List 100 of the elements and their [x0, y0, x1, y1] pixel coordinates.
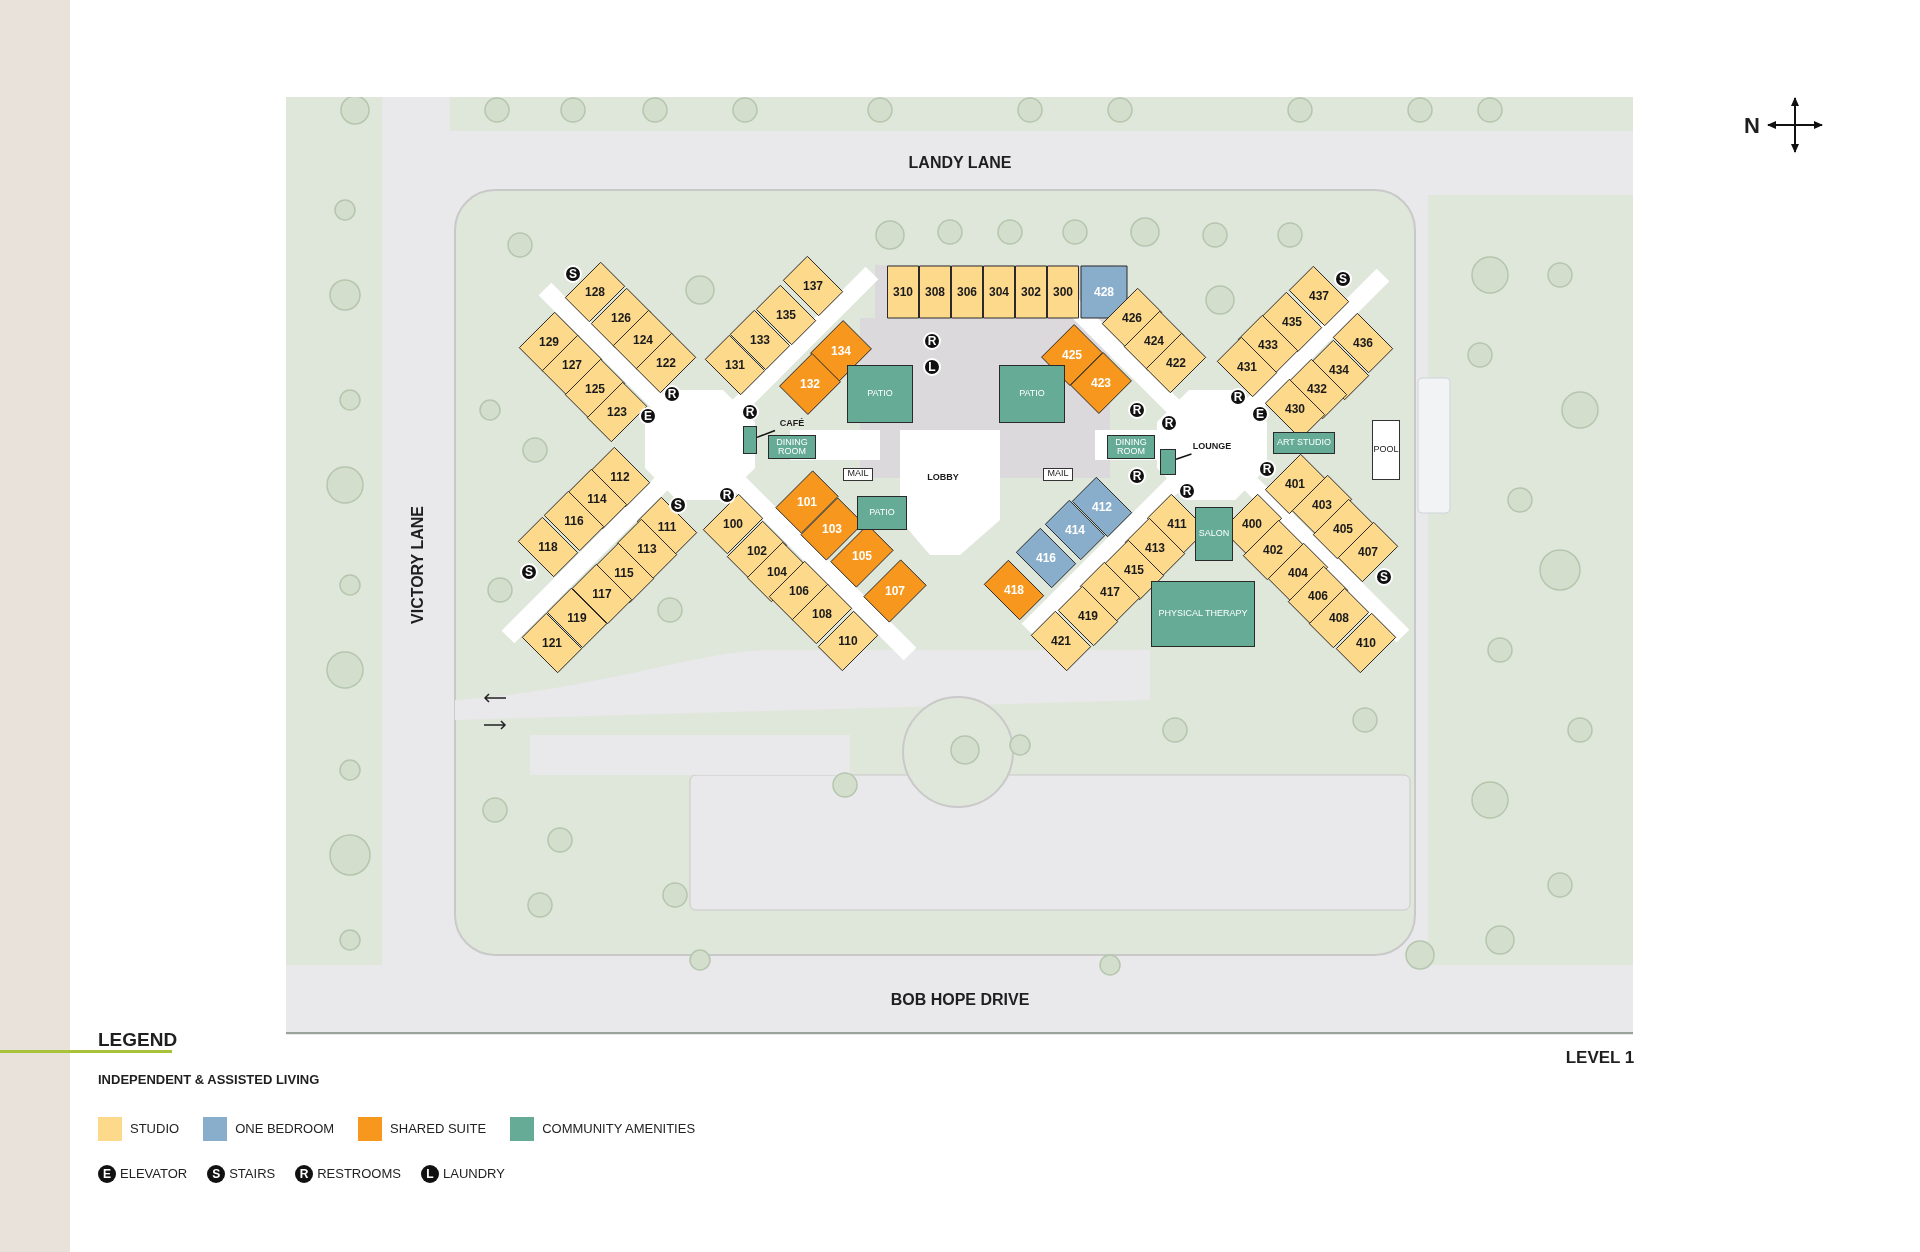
unit-number: 102 [743, 543, 771, 559]
unit-number: 100 [719, 516, 747, 532]
unit-number: 435 [1278, 314, 1306, 330]
level-label: LEVEL 1 [1565, 1047, 1635, 1070]
unit-number: 106 [785, 583, 813, 599]
amenity-area: DINING ROOM [768, 435, 816, 459]
amenity-area: SALON [1195, 507, 1233, 561]
unit-number: 406 [1304, 588, 1332, 604]
amenity-area: PATIO [999, 365, 1065, 423]
leader-line [1175, 453, 1193, 460]
unit-number: 421 [1047, 633, 1075, 649]
unit-number: 419 [1074, 608, 1102, 624]
facility-symbol: E [98, 1164, 116, 1183]
unit-number: 402 [1259, 542, 1287, 558]
unit-number: 425 [1058, 347, 1086, 363]
unit-number: 423 [1087, 375, 1115, 391]
unit-number: 101 [793, 494, 821, 510]
legend-text: COMMUNITY AMENITIES [542, 1120, 696, 1139]
unit-number: 134 [827, 343, 855, 359]
unit-number: 422 [1162, 355, 1190, 371]
unit-number: 416 [1032, 550, 1060, 566]
unit-number: 113 [633, 541, 661, 557]
unit-number: 403 [1308, 497, 1336, 513]
unit-number: 118 [534, 539, 562, 555]
unit-number: 133 [746, 332, 774, 348]
amenity-area: PATIO [847, 365, 913, 423]
amenity-area [743, 426, 757, 454]
unit-number: 417 [1096, 584, 1124, 600]
unit-number: 415 [1120, 562, 1148, 578]
unit-number: 128 [581, 284, 609, 300]
unit-number: 400 [1238, 516, 1266, 532]
unit-number: 122 [652, 355, 680, 371]
unit-number: 132 [796, 376, 824, 392]
unit-number: 127 [558, 357, 586, 373]
amenity-area: ART STUDIO [1273, 432, 1335, 454]
unit-number: 116 [560, 513, 588, 529]
legend-text: STAIRS [229, 1165, 276, 1183]
unit-number: 430 [1281, 401, 1309, 417]
unit-number: 115 [610, 565, 638, 581]
unit-number: 105 [848, 548, 876, 564]
street-name: LANDY LANE [908, 153, 1012, 173]
facility-symbol: R [295, 1164, 314, 1183]
unit-number: 433 [1254, 337, 1282, 353]
room-label: LOUNGE [1187, 440, 1237, 454]
unit-number: 126 [607, 310, 635, 326]
unit-number: 123 [603, 404, 631, 420]
facility-symbol: S [207, 1164, 226, 1183]
street-name: VICTORY LANE [408, 506, 427, 624]
unit-number: 124 [629, 332, 657, 348]
room-sign: POOL [1372, 420, 1400, 480]
unit-number: 405 [1329, 521, 1357, 537]
unit-number: 434 [1325, 362, 1353, 378]
unit-number: 110 [834, 633, 862, 649]
unit-number: 408 [1325, 610, 1353, 626]
unit-number: 119 [563, 610, 591, 626]
unit-number: 108 [808, 606, 836, 622]
unit-number: 107 [881, 583, 909, 599]
unit-number: 404 [1284, 565, 1312, 581]
unit-number: 431 [1233, 359, 1261, 375]
legend-text: LAUNDRY [443, 1165, 505, 1183]
unit-number: 121 [538, 635, 566, 651]
leader-line [756, 429, 776, 439]
unit-number: 117 [588, 586, 616, 602]
unit-number: 436 [1349, 335, 1377, 351]
legend-title: LEGEND [98, 1028, 178, 1052]
amenity-area: PATIO [857, 496, 907, 530]
unit-number: 418 [1000, 582, 1028, 598]
unit-number: 413 [1141, 540, 1169, 556]
facility-symbol: L [421, 1164, 439, 1183]
unit-number: 135 [772, 307, 800, 323]
unit-number: 412 [1088, 499, 1116, 515]
unit-number: 129 [535, 334, 563, 350]
room-label: CAFÉ [775, 417, 809, 431]
unit-number: 426 [1118, 310, 1146, 326]
unit-number: 424 [1140, 333, 1168, 349]
unit-number: 410 [1352, 635, 1380, 651]
unit-number: 111 [653, 519, 681, 535]
unit-number: 432 [1303, 381, 1331, 397]
amenity-area: PHYSICAL THERAPY [1151, 581, 1255, 647]
unit-number: 131 [721, 357, 749, 373]
legend-text: ONE BEDROOM [235, 1120, 335, 1139]
north-label: N [1744, 111, 1760, 140]
amenity-area: DINING ROOM [1107, 435, 1155, 459]
legend-text: RESTROOMS [317, 1165, 401, 1183]
amenity-area [1160, 449, 1176, 475]
street-name: BOB HOPE DRIVE [890, 990, 1030, 1010]
unit-number: 414 [1061, 522, 1089, 538]
legend-text: ELEVATOR [120, 1165, 188, 1183]
unit-number: 112 [606, 469, 634, 485]
unit-number: 125 [581, 381, 609, 397]
unit-number: 401 [1281, 476, 1309, 492]
legend-subtitle: INDEPENDENT & ASSISTED LIVING [98, 1071, 320, 1089]
unit-number: 137 [799, 278, 827, 294]
unit-number: 411 [1163, 516, 1191, 532]
unit-number: 407 [1354, 544, 1382, 560]
unit-number: 437 [1305, 288, 1333, 304]
unit-number: 428 [1090, 284, 1118, 300]
legend-text: STUDIO [130, 1120, 180, 1139]
unit-number: 103 [818, 521, 846, 537]
unit-number: 104 [763, 564, 791, 580]
